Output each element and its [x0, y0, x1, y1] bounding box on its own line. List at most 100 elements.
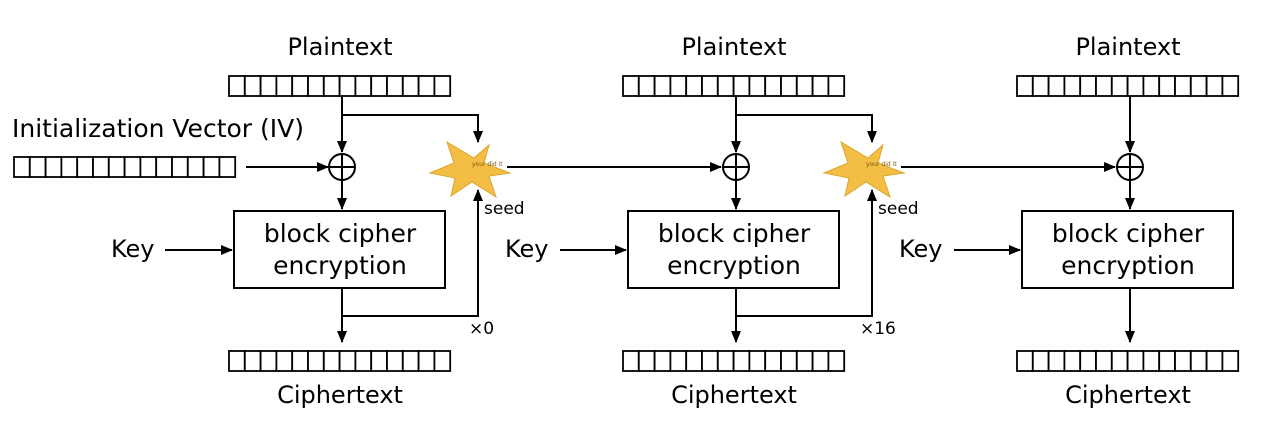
register-cell: [1142, 75, 1161, 97]
register-cell: [1158, 75, 1176, 97]
key-label-3: Key: [899, 235, 943, 263]
iv-register: [13, 156, 237, 178]
register-cell: [827, 75, 846, 97]
block-cipher-label-2a: block cipher: [658, 219, 811, 248]
plaintext-register-3: [1016, 75, 1240, 97]
register-cell: [243, 350, 262, 372]
plaintext-register-1: [228, 75, 452, 97]
register-cell: [171, 156, 189, 178]
register-cell: [780, 350, 798, 372]
plaintext-label-1: Plaintext: [287, 33, 392, 61]
register-cell: [1158, 350, 1176, 372]
register-cell: [1189, 75, 1208, 97]
register-cell: [716, 75, 735, 97]
register-cell: [155, 156, 173, 178]
register-cell: [1189, 350, 1208, 372]
register-cell: [1031, 350, 1050, 372]
register-cell: [1016, 75, 1034, 97]
ciphertext-register-3: [1016, 350, 1240, 372]
register-cell: [1205, 350, 1224, 372]
register-cell: [401, 75, 420, 97]
register-cell: [228, 350, 246, 372]
register-cell: [291, 350, 309, 372]
ciphertext-label-3: Ciphertext: [1065, 381, 1191, 409]
register-cell: [1174, 350, 1192, 372]
block-cipher-label-1b: encryption: [273, 251, 407, 280]
block-cipher-label-2b: encryption: [667, 251, 801, 280]
register-cell: [1079, 350, 1097, 372]
register-cell: [13, 156, 31, 178]
block-2: Plaintext Key block cipher encryption ×1…: [505, 33, 896, 409]
register-cell: [186, 156, 205, 178]
star-seed-2: your did it: [822, 140, 906, 199]
register-cell: [1047, 350, 1066, 372]
key-label-1: Key: [111, 235, 155, 263]
register-cell: [307, 75, 325, 97]
register-cell: [701, 75, 719, 97]
register-cell: [748, 350, 767, 372]
xor-icon: [328, 153, 356, 181]
plaintext-to-seed-arrow-2: [736, 114, 877, 143]
register-cell: [732, 75, 751, 97]
register-cell: [764, 75, 782, 97]
register-cell: [1031, 75, 1050, 97]
register-cell: [243, 75, 262, 97]
register-cell: [417, 350, 436, 372]
register-cell: [764, 350, 782, 372]
register-cell: [827, 350, 846, 372]
register-cell: [1016, 350, 1034, 372]
ciphertext-label-1: Ciphertext: [277, 381, 403, 409]
register-cell: [307, 350, 325, 372]
register-cell: [795, 350, 814, 372]
register-cell: [622, 75, 640, 97]
register-cell: [701, 350, 719, 372]
ciphertext-register-2: [622, 350, 846, 372]
register-cell: [1095, 75, 1113, 97]
register-cell: [275, 75, 294, 97]
register-cell: [653, 75, 672, 97]
register-cell: [795, 75, 814, 97]
plaintext-label-2: Plaintext: [681, 33, 786, 61]
plaintext-label-3: Plaintext: [1075, 33, 1180, 61]
star-text-1: your did it: [472, 161, 503, 168]
register-cell: [322, 75, 341, 97]
key-label-2: Key: [505, 235, 549, 263]
register-cell: [1142, 350, 1161, 372]
register-cell: [685, 75, 703, 97]
register-cell: [732, 350, 751, 372]
register-cell: [653, 350, 672, 372]
register-cell: [685, 350, 703, 372]
xor-icon: [1116, 153, 1144, 181]
register-cell: [811, 75, 830, 97]
block-cipher-label-3b: encryption: [1061, 251, 1195, 280]
star-seed-1: your did it: [428, 140, 512, 199]
block-cipher-box-1: [233, 210, 446, 289]
register-cell: [386, 350, 404, 372]
feedback-arrow-2: [736, 189, 877, 317]
register-cell: [401, 350, 420, 372]
register-cell: [716, 350, 735, 372]
register-cell: [1063, 350, 1082, 372]
block-cipher-label-1a: block cipher: [264, 219, 417, 248]
register-cell: [1205, 75, 1224, 97]
register-cell: [1047, 75, 1066, 97]
register-cell: [1110, 75, 1129, 97]
block-cipher-box-3: [1021, 210, 1234, 289]
register-cell: [1095, 350, 1113, 372]
register-cell: [139, 156, 158, 178]
register-cell: [417, 75, 436, 97]
register-cell: [1126, 350, 1145, 372]
plaintext-to-seed-arrow-1: [342, 114, 483, 143]
ciphertext-label-2: Ciphertext: [671, 381, 797, 409]
register-cell: [259, 350, 278, 372]
register-cell: [338, 75, 357, 97]
feedback-arrow-1: [342, 189, 483, 317]
block-cipher-label-3a: block cipher: [1052, 219, 1205, 248]
register-cell: [60, 156, 79, 178]
register-cell: [76, 156, 94, 178]
register-cell: [1221, 350, 1240, 372]
block-cipher-box-2: [627, 210, 840, 289]
register-cell: [433, 75, 452, 97]
multiplier-2: ×16: [860, 319, 896, 339]
